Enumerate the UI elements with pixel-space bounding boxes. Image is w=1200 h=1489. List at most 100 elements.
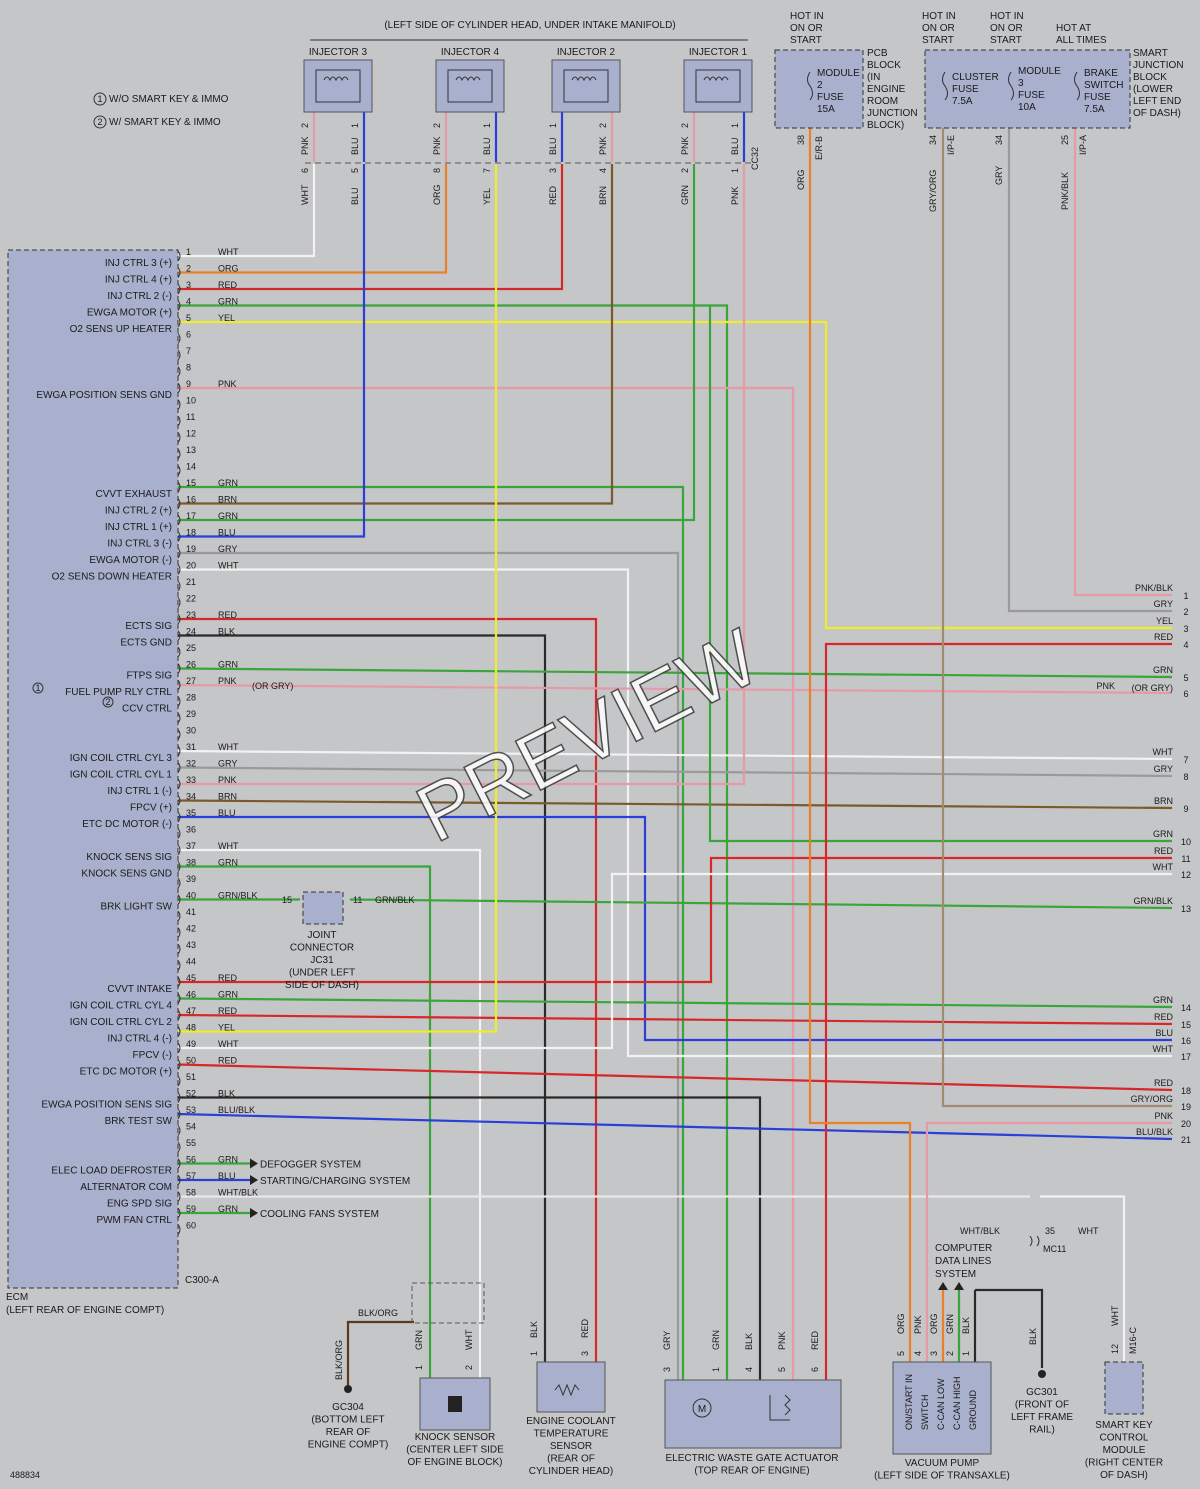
right-port-wire-color: PNK/BLK xyxy=(1135,583,1173,593)
injector-pin-number: 1 xyxy=(548,123,558,128)
right-port-wire-color: GRN xyxy=(1153,665,1173,675)
injector-label: INJECTOR 4 xyxy=(441,47,500,58)
smart-key-label: SMART KEY xyxy=(1095,1420,1153,1431)
ecm-pin-number: 48 xyxy=(186,1023,196,1033)
wire xyxy=(824,642,1172,1380)
ecm-location: (LEFT REAR OF ENGINE COMPT) xyxy=(6,1305,164,1316)
joint-label: SIDE OF DASH) xyxy=(285,980,359,991)
connector-wire-color: BRN xyxy=(598,186,608,205)
ecm-pin-mark xyxy=(177,432,181,443)
ecm-pin-mark xyxy=(177,481,181,493)
vacuum-inner-label: SWITCH xyxy=(920,1395,930,1431)
gc304-label: (BOTTOM LEFT xyxy=(311,1415,384,1426)
ecm-pin-label: FPCV (+) xyxy=(130,803,172,814)
connector-pin-number: 8 xyxy=(432,168,442,173)
ecm-pin-mark xyxy=(177,415,181,427)
ecm-pin-mark xyxy=(177,877,181,889)
wire xyxy=(178,815,1172,1042)
sjb-desc: LEFT END xyxy=(1133,96,1181,107)
ecm-pin-wire-color: BLU xyxy=(218,808,236,818)
right-port-number: 7 xyxy=(1183,755,1188,765)
gc304-wire-color: BLK/ORG xyxy=(334,1340,344,1380)
knock-label: KNOCK SENSOR xyxy=(415,1432,496,1443)
ecm-pin-wire-color: RED xyxy=(218,973,238,983)
pcb-module: MODULE xyxy=(817,68,860,79)
ecm-pin-label: INJ CTRL 3 (-) xyxy=(107,539,172,550)
knock-wire-color: GRN xyxy=(414,1330,424,1350)
ecm-pin-number: 41 xyxy=(186,907,196,917)
right-port-wire-color: GRY xyxy=(1154,599,1173,609)
injector-pin-wire-color: PNK xyxy=(432,136,442,155)
ecm-pin-number: 11 xyxy=(186,412,195,422)
ects-wire-color: RED xyxy=(580,1318,590,1338)
ecm-pin-mark xyxy=(177,316,181,328)
ecm-pin-mark xyxy=(177,580,181,592)
right-port-wire-color: GRN xyxy=(1153,995,1173,1005)
right-port-number: 8 xyxy=(1183,772,1188,782)
right-port-wire-color: GRN xyxy=(1153,829,1173,839)
ecm-pin-wire-color: RED xyxy=(218,280,238,290)
smart-key-label: OF DASH) xyxy=(1100,1470,1148,1481)
ecm-pin-number: 10 xyxy=(186,396,196,406)
ecm-pin-wire-color: WHT xyxy=(218,561,239,571)
wire xyxy=(178,617,598,1362)
smart-key-label: (RIGHT CENTER xyxy=(1085,1458,1163,1469)
ecm-pin-label: INJ CTRL 4 (-) xyxy=(107,1034,172,1045)
connector-wire-color: PNK xyxy=(730,186,740,205)
ecm-pin-number: 15 xyxy=(186,478,196,488)
ecm-pin-wire-color: YEL xyxy=(218,313,235,323)
knock-label: OF ENGINE BLOCK) xyxy=(407,1457,502,1468)
ecm-pin-mark xyxy=(177,597,181,608)
ecm-pin-number: 49 xyxy=(186,1039,196,1049)
can-arrow xyxy=(938,1282,948,1290)
wire xyxy=(177,683,1173,695)
ecm-pin-wire-color: GRN/BLK xyxy=(218,891,258,901)
connector-wire-color: YEL xyxy=(482,188,492,205)
ecm-pin-number: 37 xyxy=(186,841,196,851)
ewga-sensor xyxy=(769,1394,791,1421)
wire xyxy=(808,128,912,1362)
wire xyxy=(178,164,316,258)
ecm-pin-mark xyxy=(177,1059,181,1070)
wire xyxy=(1007,128,1172,613)
vacuum-pin: 1 xyxy=(961,1351,971,1356)
ecm-pin-wire-color: PNK xyxy=(218,775,237,785)
smart-key-pin: 12 xyxy=(1110,1344,1120,1354)
ewga-box xyxy=(664,1379,842,1449)
ecm-pin-label: ENG SPD SIG xyxy=(107,1199,172,1210)
ecm-pin-mark xyxy=(177,399,181,410)
ecm-pin-number: 57 xyxy=(186,1171,196,1181)
mc11-wire-right: WHT xyxy=(1078,1226,1099,1236)
gc301-label: GC301 xyxy=(1026,1387,1058,1398)
wire xyxy=(349,898,1173,910)
ecm-pin-label: INJ CTRL 1 (-) xyxy=(107,786,172,797)
wires-layer xyxy=(177,112,1173,1385)
ecm-pin-number: 40 xyxy=(186,891,196,901)
wire xyxy=(178,320,1172,630)
ecm-pin-label: FPCV (-) xyxy=(133,1050,172,1061)
right-port-number: 17 xyxy=(1181,1052,1191,1062)
ecm-pin-wire-color: WHT xyxy=(218,1039,239,1049)
right-port-number: 5 xyxy=(1183,673,1188,683)
wire xyxy=(178,164,498,1033)
smart-key-connector: M16-C xyxy=(1128,1326,1138,1354)
ewga-pin: 1 xyxy=(711,1367,721,1372)
smart-key-label: CONTROL xyxy=(1100,1433,1149,1444)
wire xyxy=(178,551,680,1380)
ecm-pin-number: 46 xyxy=(186,990,196,1000)
ecm-pin-wire-color: PNK xyxy=(218,379,237,389)
joint-label: JC31 xyxy=(310,955,334,966)
ecm-pin-label: IGN COIL CTRL CYL 3 xyxy=(70,753,173,764)
wire xyxy=(1073,128,1172,597)
ecm-pin-label: CVVT EXHAUST xyxy=(96,489,173,500)
ecm-pin-mark xyxy=(177,679,181,691)
injector-box xyxy=(551,59,621,113)
ecm-pin-mark xyxy=(177,514,181,526)
vacuum-inner-label: GROUND xyxy=(968,1390,978,1430)
wire xyxy=(177,1063,1173,1092)
sjb-wire-color: PNK/BLK xyxy=(1060,172,1070,210)
injector-pin-number: 2 xyxy=(598,123,608,128)
sjb-pin: 25 xyxy=(1060,135,1070,145)
